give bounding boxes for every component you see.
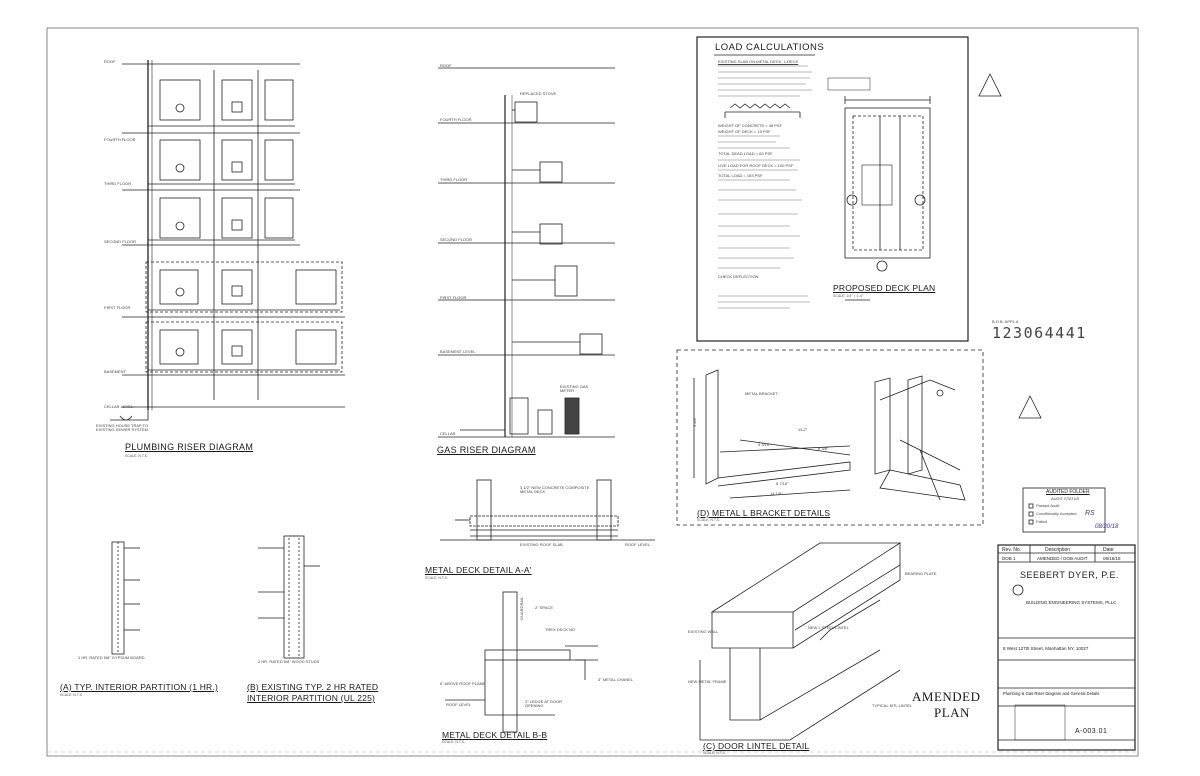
tb-desc: AMENDED / DOB AUDIT [1037,556,1088,561]
deck-b-scale: SCALE: N.T.S. [442,740,465,744]
load-calc-line-0: EXISTING SLAB ON METAL DECK, L-DECK [718,59,799,64]
audit-opt-0: Passed Audit [1036,503,1060,508]
riser-floor-3: THIRD FLOOR [104,181,132,186]
gas-floor-3: THIRD FLOOR [440,177,468,182]
gas-meter-label: EXISTING GAS METER [560,384,589,393]
lintel-note-3: TYPICAL MTL LINTEL [872,703,913,708]
bracket-dim-1: 5 3/16" [758,442,771,447]
partition-a-title: (A) TYP. INTERIOR PARTITION (1 HR.) [60,682,218,692]
load-calc-line-3: TOTAL DEAD LOAD = 63 PSF [718,151,773,156]
gas-riser-linework [438,67,615,438]
partition-linework [111,535,320,659]
proposed-deck-title: PROPOSED DECK PLAN [833,283,936,293]
tb-date: 08/16/18 [1103,556,1121,561]
tb-date-label: Date [1103,547,1114,553]
load-calc-line-2: WEIGHT OF DECK = 15 PSF [718,129,771,134]
audit-date: 08/20/18 [1095,524,1119,530]
lintel-note-2: EXISTING WALL [688,629,719,634]
deck-b-note-6: GUARDRAIL [519,596,524,620]
deck-a-scale: SCALE: N.T.S. [425,576,448,580]
audit-opt-1: Conditionally Accepted [1036,511,1077,516]
amended-line-1: AMENDED [912,689,981,704]
deck-b-title: METAL DECK DETAIL B-B [442,730,548,740]
lintel-title: (C) DOOR LINTEL DETAIL [703,741,810,751]
bracket-title: (D) METAL L BRACKET DETAILS [697,508,831,518]
bbl-number: 123064441 [992,324,1087,342]
deck-a-note-1: EXISTING ROOF SLAB [520,542,563,547]
tb-rev: DOB 1 [1002,556,1016,561]
titleblock-linework [997,487,1136,751]
gas-floor-1: FIRST FLOOR [440,295,467,300]
lintel-note-0: NEW L STEEL LINTEL [808,625,849,630]
plumbing-riser-scale: SCALE: N.T.S. [125,454,148,458]
riser-trap-note: EXISTING HOUSE TRAP TO EXISTING SEWER SY… [96,423,149,432]
proposed-deck-scale: SCALE: 1/4" = 1'-0" [833,294,864,298]
riser-floor-1: FIRST FLOOR [104,305,131,310]
partition-b-title: (B) EXISTING TYP. 2 HR RATED [247,682,379,692]
audit-initials: RS [1085,510,1095,517]
lintel-scale: SCALE: N.T.S. [703,751,726,755]
gas-floor-2: SECOND FLOOR [440,237,473,242]
plumbing-riser-title: PLUMBING RISER DIAGRAM [125,442,254,452]
tb-drawing-no: A-003.01 [1075,728,1108,735]
tb-engineer: SEEBERT DYER, P.E. [1020,570,1120,580]
bracket-dim-4: 6 3/8" [818,446,829,451]
partition-b-note: 2 HR. RATED 5/8" WOOD STUDS [258,659,320,664]
bracket-dim-3: 14 1/8" [770,491,783,496]
deck-a-title: METAL DECK DETAIL A-A' [425,565,532,575]
plumbing-riser-linework [110,60,345,421]
bracket-dim-5: 4 5/8" [692,416,698,428]
lintel-note-1: BEARING PLATE [905,571,937,576]
bbl-label: B.O.B. APPL # [992,319,1019,324]
audit-stamp-sub: AUDIT STATUS [1051,496,1080,501]
gas-stove-label: REPLACED STOVE [520,91,557,96]
partition-b-title-2: INTERIOR PARTITION (UL 225) [247,693,376,703]
riser-floor-cellar: CELLAR LEVEL [104,404,134,409]
load-calc-line-1: WEIGHT OF CONCRETE = 48 PSF [718,123,783,128]
tb-drawing-title: Plumbing & Gas Riser Diagram and General… [1003,691,1100,696]
audit-stamp-title: AUDITED FOLDER [1046,489,1090,495]
tb-desc-label: Description [1045,547,1071,553]
partition-a-note: 1 HR. RATED 5/8" GYPSUM BOARD [78,655,145,660]
partition-a-scale: SCALE: N.T.S. [60,693,83,697]
gas-floor-4: FOURTH FLOOR [440,117,472,122]
deck-b-linework [445,591,598,733]
gas-floor-cellar: CELLAR [440,431,456,436]
gas-riser-title: GAS RISER DIAGRAM [437,445,536,455]
deck-b-note-5: ROOF LEVEL [446,702,472,707]
load-calc-title: LOAD CALCULATIONS [715,42,825,53]
bracket-scale: SCALE: N.T.S. [697,518,720,522]
bracket-linework [676,349,984,526]
riser-floor-basement: BASEMENT [104,369,127,374]
bracket-dim-0: 15.2" [798,427,808,432]
deck-b-note-3: 2" LEDGE AT DOOR OPENING [525,699,563,708]
load-calc-linework [696,36,1042,419]
deck-b-note-0: 2" SPACE [535,605,554,610]
riser-floor-2: SECOND FLOOR [104,239,137,244]
deck-b-note-1: TREX DECK NO [545,627,576,632]
tb-rev-label: Rev. No. [1002,547,1022,553]
deck-b-note-2: 3" METAL CHANEL [598,677,633,682]
gas-floor-basement: BASEMENT LEVEL [440,349,476,354]
deck-a-note-0: 3 1/2" NEW CONCRETE COMPOSITE METAL DECK [520,485,590,494]
deck-a-linework [440,479,655,541]
audit-opt-2: Failed [1036,519,1047,524]
bracket-dim-2: 6 7/16" [776,481,789,486]
load-calc-line-5: TOTAL LOAD = 163 PSF [718,173,763,178]
gas-floor-roof: ROOF [440,63,452,68]
load-calc-line-4: LIVE LOAD FOR ROOF DECK = 100 PSF [718,163,794,168]
lintel-note-4: NEW METAL FRAME [688,679,727,684]
tb-firm: BUILDING ENGINEERING SYSTEMS, PLLC [1026,600,1117,605]
lintel-linework [699,542,902,741]
riser-floor-4: FOURTH FLOOR [104,137,136,142]
riser-floor-roof: ROOF [104,59,116,64]
bracket-label: METAL BRACKET [745,391,778,396]
deck-b-note-4: 6" ABOVE ROOF PLANE [440,681,486,686]
deck-a-note-2: ROOF LEVEL [625,542,651,547]
amended-line-2: PLAN [934,705,970,720]
tb-address: 8 West 127th Street, Manhattan NY, 10027 [1003,646,1089,651]
load-calc-line-6: CHECK DEFLECTION [718,274,759,279]
